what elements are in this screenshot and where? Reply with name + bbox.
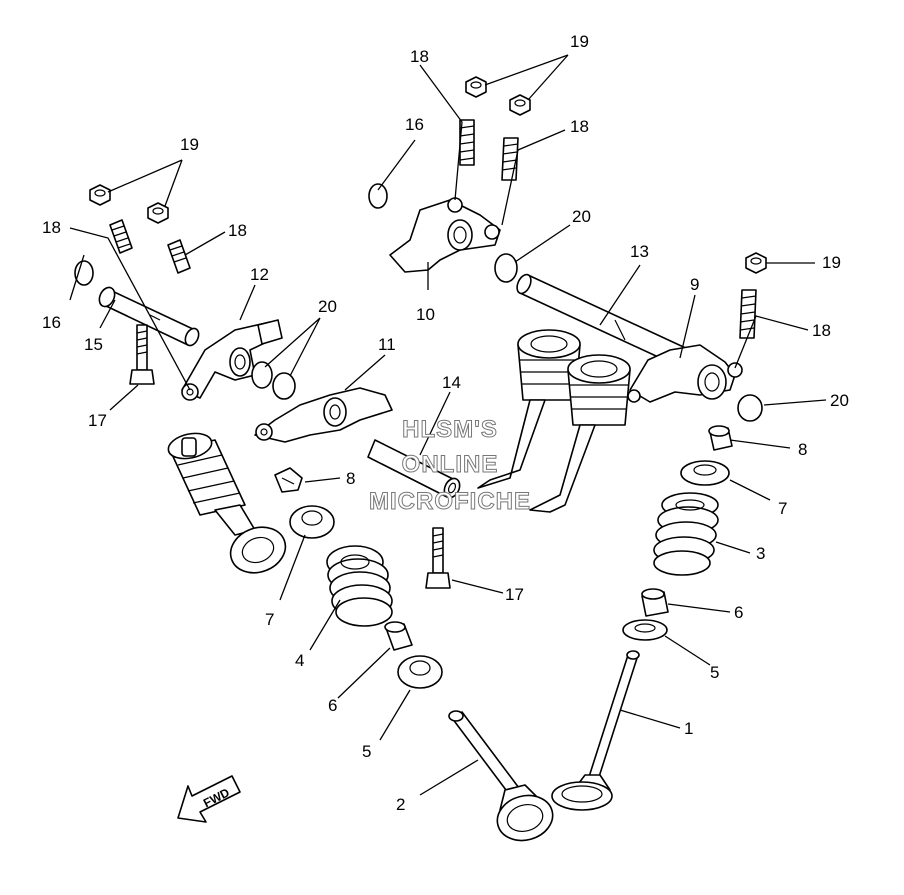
callout-6-left: 6	[328, 696, 337, 715]
adjuster-screw-right	[739, 289, 757, 339]
watermark: HLSM'S ONLINE MICROFICHE	[369, 416, 531, 516]
rocker-shaft-left	[98, 286, 200, 347]
callout-16-left: 16	[42, 313, 61, 332]
rocker-arm-10	[389, 197, 501, 273]
callout-18-upper-a: 18	[410, 47, 429, 66]
callout-20-right: 20	[830, 391, 849, 410]
callout-6-right: 6	[734, 603, 743, 622]
valve-1	[551, 650, 640, 811]
bolt-left	[129, 324, 155, 385]
callout-16-upper: 16	[405, 115, 424, 134]
callout-7-right: 7	[778, 499, 787, 518]
adjuster-screw-left-1	[109, 219, 133, 254]
rocker-arm-11	[254, 387, 393, 443]
lock-nut-upper-2	[509, 94, 531, 116]
callout-1: 1	[684, 719, 693, 738]
retainer-7-right	[680, 460, 730, 486]
lock-nut-right	[745, 252, 767, 274]
rocker-arm-12	[181, 319, 283, 401]
callout-12: 12	[250, 265, 269, 284]
callout-18-upper-b: 18	[570, 117, 589, 136]
thrust-washer-left-1	[251, 361, 273, 389]
spring-4	[326, 545, 393, 627]
valve-lifter-center-2	[529, 354, 631, 513]
callout-20-left: 20	[318, 297, 337, 316]
callout-2: 2	[396, 795, 405, 814]
callout-8-right: 8	[798, 440, 807, 459]
spring-seat-5-left	[397, 655, 443, 689]
callout-14: 14	[442, 373, 461, 392]
callout-4: 4	[295, 651, 304, 670]
rocker-shaft-14	[367, 439, 461, 499]
callout-9: 9	[690, 275, 699, 294]
rocker-arm-9	[627, 344, 743, 403]
callout-10: 10	[416, 305, 435, 324]
thrust-washer-left-2	[272, 372, 296, 400]
lock-nut-left-2	[147, 202, 169, 224]
retainer-7-left	[289, 505, 335, 539]
callout-20-upper: 20	[572, 207, 591, 226]
callout-5-left: 5	[362, 742, 371, 761]
watermark-line-2: ONLINE	[402, 451, 499, 478]
fwd-arrow: FWD	[177, 775, 241, 823]
callout-19-right: 19	[822, 253, 841, 272]
callout-18-left-a: 18	[42, 218, 61, 237]
cotter-8-left	[274, 467, 303, 493]
watermark-line-1: HLSM'S	[402, 416, 498, 443]
callout-18-left-b: 18	[228, 221, 247, 240]
callout-17-left: 17	[88, 411, 107, 430]
callout-15: 15	[84, 335, 103, 354]
callout-3: 3	[756, 544, 765, 563]
valve-2	[448, 710, 554, 842]
valve-lifter-left	[167, 432, 287, 574]
cotter-8-right	[708, 425, 733, 451]
valve-seal-6-right	[641, 588, 669, 617]
callout-17-middle: 17	[505, 585, 524, 604]
o-ring-left	[74, 260, 94, 286]
callout-labels: 16 19 18 18 15 12 20 17 16 18 19 18 20 1…	[42, 32, 849, 814]
callout-11: 11	[378, 335, 396, 354]
spring-seat-5-right	[622, 619, 668, 641]
o-ring-upper	[368, 183, 388, 209]
adjuster-screw-left-2	[167, 239, 191, 274]
callout-19-upper: 19	[570, 32, 589, 51]
spring-3	[653, 492, 719, 576]
lock-nut-upper-1	[465, 76, 487, 98]
callout-19-left: 19	[180, 135, 199, 154]
callout-8-left: 8	[346, 469, 355, 488]
valve-lifter-center-1	[477, 329, 581, 489]
watermark-line-3: MICROFICHE	[369, 488, 531, 515]
leader-lines	[69, 54, 827, 796]
lock-nut-left-1	[89, 184, 111, 206]
callout-7-left: 7	[265, 610, 274, 629]
callout-18-right: 18	[812, 321, 831, 340]
callout-5-right: 5	[710, 663, 719, 682]
bolt-middle	[425, 527, 451, 589]
valve-seal-6-left	[384, 621, 413, 651]
thrust-washer-upper	[494, 253, 518, 283]
thrust-washer-right	[737, 394, 763, 422]
callout-13: 13	[630, 242, 649, 261]
